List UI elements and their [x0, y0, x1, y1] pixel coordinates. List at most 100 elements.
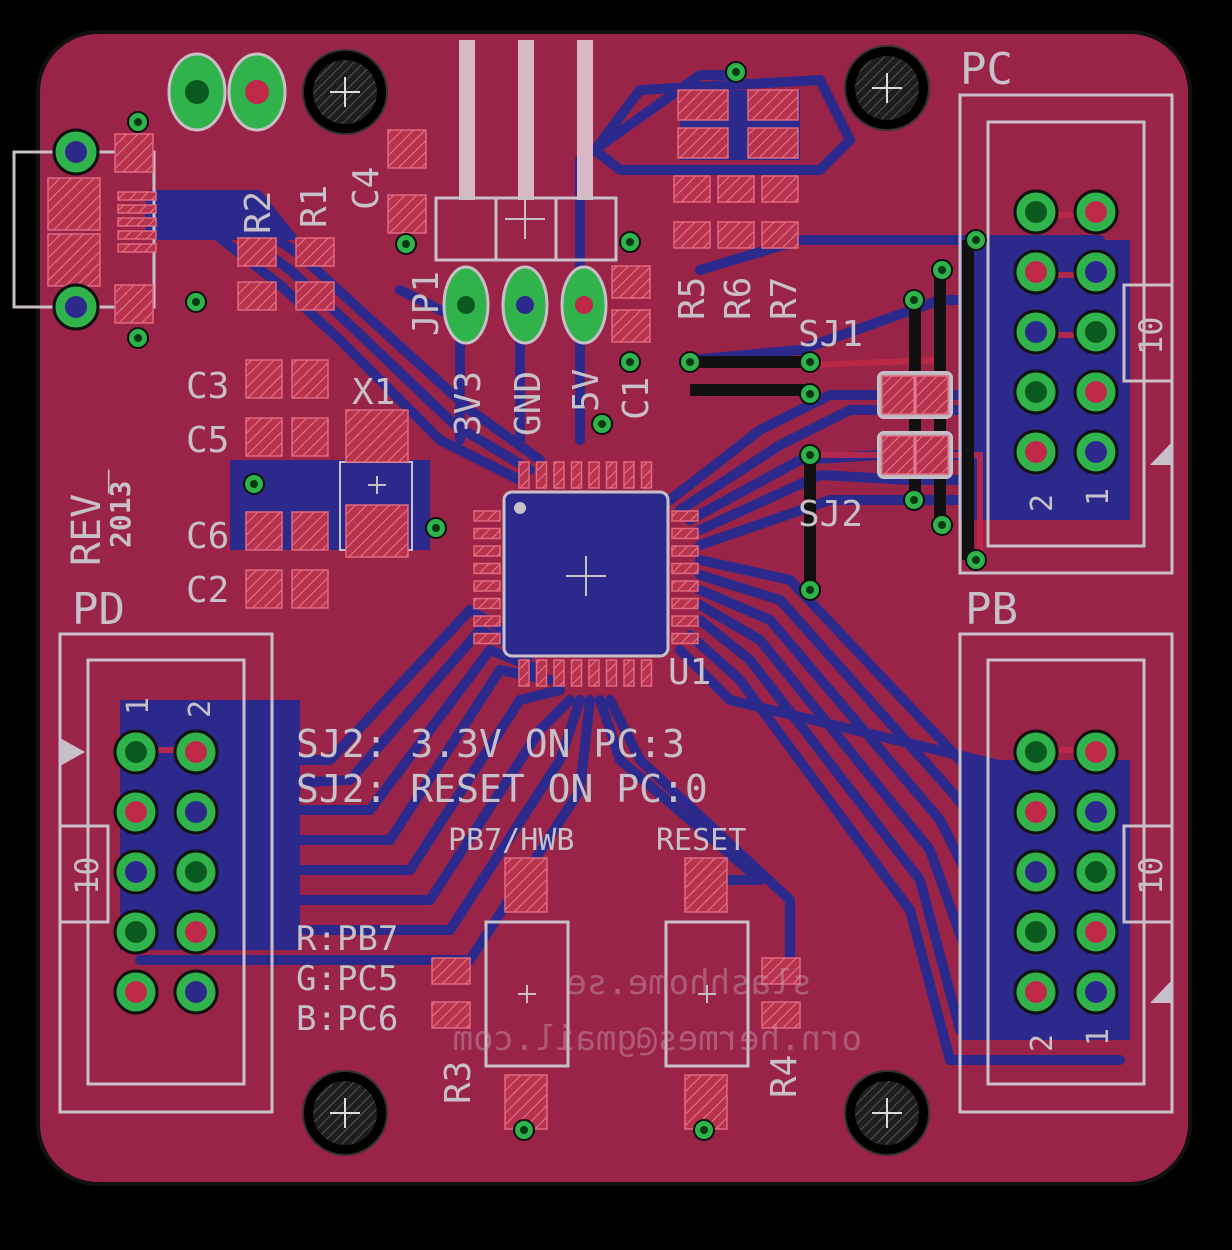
header-pad-hole	[1025, 741, 1047, 763]
via-hole	[686, 358, 694, 366]
u1-pin	[553, 461, 565, 489]
via-hole	[732, 68, 740, 76]
label-r2: R2	[238, 191, 279, 234]
u1-pin	[671, 510, 699, 522]
note-sj2-reset: SJ2: RESET ON PC:0	[296, 767, 708, 811]
via-hole	[910, 496, 918, 504]
via-hole	[910, 296, 918, 304]
label-r7: R7	[764, 277, 805, 320]
header-pad-hole	[125, 861, 147, 883]
label-pc: PC	[960, 44, 1013, 95]
via-hole	[626, 238, 634, 246]
label-c2: C2	[186, 570, 229, 611]
label-pc-pin1: 1	[1081, 488, 1116, 506]
label-c1: C1	[616, 377, 657, 420]
u1-pin	[473, 597, 501, 610]
u1-pin	[473, 632, 501, 645]
header-pad-hole	[185, 921, 207, 943]
label-5v: 5V	[566, 369, 607, 412]
header-pad-hole	[125, 741, 147, 763]
header-pad-hole	[1085, 801, 1107, 823]
via-hole	[806, 586, 814, 594]
u1-pin	[623, 461, 635, 489]
label-pb7hwb: PB7/HWB	[448, 823, 574, 858]
mount-hole-bottom-right	[844, 1070, 930, 1156]
header-pad-hole	[1025, 801, 1047, 823]
header-pad-hole	[185, 741, 207, 763]
mounting-holes	[302, 45, 930, 1156]
via-hole	[134, 118, 142, 126]
label-r6: R6	[718, 277, 759, 320]
u1-pin	[518, 461, 530, 489]
crystal-x1	[339, 409, 413, 558]
u1-pin	[570, 659, 583, 687]
via-hole	[806, 390, 814, 398]
label-year: 2013	[104, 481, 137, 548]
note-led-r: R:PB7	[296, 919, 398, 959]
header-pad-hole	[1025, 981, 1047, 1003]
u1-pin	[588, 659, 600, 687]
label-r1: R1	[294, 185, 335, 228]
via-hole	[520, 1126, 528, 1134]
bottom-text-site: slashhome.se	[566, 963, 812, 1003]
label-c3: C3	[186, 366, 229, 407]
through-hole-pads	[52, 128, 1119, 1015]
u1-pin	[640, 659, 653, 687]
label-jp1: JP1	[406, 271, 447, 336]
mount-hole-top-right	[844, 45, 930, 131]
via-hole	[192, 298, 200, 306]
u1-pin	[473, 510, 501, 522]
mcu-u1	[473, 461, 699, 687]
via-hole	[432, 524, 440, 532]
u1-pin	[553, 659, 565, 687]
u1-pin	[671, 632, 699, 645]
label-r5: R5	[672, 277, 713, 320]
via-hole	[626, 358, 634, 366]
header-pad-hole	[185, 861, 207, 883]
via-hole	[250, 480, 258, 488]
u1-pin	[640, 461, 653, 489]
header-pad-hole	[125, 921, 147, 943]
label-pd-pin1: 1	[121, 697, 156, 715]
label-pb-pin2: 2	[1025, 1034, 1060, 1052]
label-pd: PD	[72, 584, 125, 635]
header-pad-hole	[1085, 861, 1107, 883]
header-pad-hole	[125, 801, 147, 823]
u1-pin	[623, 659, 635, 687]
label-3v3: 3V3	[448, 371, 489, 436]
u1-pin	[671, 562, 699, 575]
header-pad-hole	[1085, 321, 1107, 343]
note-sj2-3v3: SJ2: 3.3V ON PC:3	[296, 722, 685, 766]
label-c6: C6	[186, 516, 229, 557]
via-hole	[972, 556, 980, 564]
header-pad-hole	[1025, 921, 1047, 943]
label-c5: C5	[186, 420, 229, 461]
header-pc-outline	[958, 93, 1174, 575]
header-pad-hole	[1025, 861, 1047, 883]
bottom-text-email: orn.hermes@gmail.com	[453, 1019, 862, 1059]
u1-pin	[473, 562, 501, 575]
u1-pin	[473, 545, 501, 557]
header-pad-hole	[1085, 921, 1107, 943]
header-pad-hole	[1025, 381, 1047, 403]
vias	[127, 61, 987, 1141]
header-pad-hole	[1085, 981, 1107, 1003]
label-gnd: GND	[508, 371, 549, 436]
via-hole	[402, 240, 410, 248]
u1-pin	[535, 461, 548, 489]
header-pad-hole	[1085, 741, 1107, 763]
u1-pin	[671, 580, 699, 592]
header-pad-hole	[1025, 201, 1047, 223]
note-led-b: B:PC6	[296, 999, 398, 1039]
label-sj1: SJ1	[798, 314, 863, 355]
u1-pin	[473, 527, 501, 540]
u1-pin	[473, 615, 501, 627]
label-c4: C4	[346, 167, 387, 210]
via-hole	[598, 420, 606, 428]
header-pad-hole	[1085, 261, 1107, 283]
note-led-g: G:PC5	[296, 959, 398, 999]
u1-pin	[605, 659, 618, 687]
label-r3: R3	[438, 1061, 479, 1104]
via-hole	[972, 236, 980, 244]
